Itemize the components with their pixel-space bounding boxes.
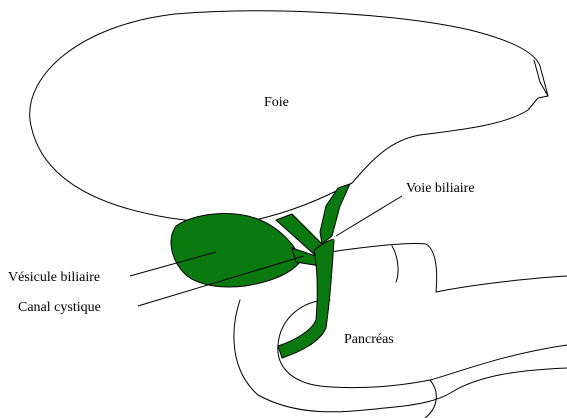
duodenum-inner-upper [392, 246, 398, 282]
cystic-duct-label: Canal cystique [18, 300, 101, 315]
liver-label: Foie [264, 95, 289, 110]
bile-duct-leader-line [336, 196, 402, 236]
bile-duct-label: Voie biliaire [406, 181, 475, 196]
right-hepatic-duct-shape [320, 184, 350, 244]
bile-duct-system [171, 184, 350, 358]
duodenum-outline [330, 243, 567, 292]
duodenum-bottom-curve [425, 380, 436, 418]
gallbladder-label: Vésicule biliaire [8, 270, 100, 285]
pancreas-label: Pancréas [344, 332, 394, 347]
liver-tip-notch [534, 60, 548, 96]
